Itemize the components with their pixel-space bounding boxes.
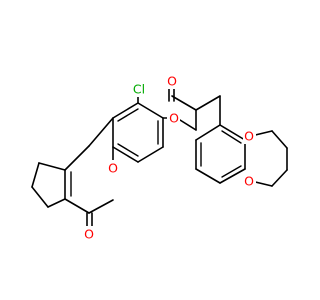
dioxepine-oxygen-bottom-label: O [244, 174, 254, 189]
bond-double-inner [221, 130, 242, 144]
bond [64, 198, 90, 214]
atom-backdrop [165, 73, 178, 89]
bond [38, 162, 66, 171]
bond [195, 168, 221, 184]
atom-backdrop [243, 173, 256, 189]
bond-double-inner [117, 143, 139, 157]
molecule-structure-diagram: Cl O O O O O O [31, 73, 288, 242]
bond [31, 162, 40, 188]
lactone-carbonyl-oxygen-label: O [84, 227, 94, 242]
ketone-oxygen-label: O [167, 74, 177, 89]
atom-labels: Cl O O O O O O [83, 73, 256, 242]
bond [195, 124, 221, 141]
dioxepine-oxygen-top-label: O [244, 129, 254, 144]
ether-oxygen-label: O [169, 111, 179, 126]
bond [137, 146, 164, 163]
bond [219, 124, 246, 141]
bond [112, 102, 139, 119]
bond [171, 95, 197, 111]
bond [31, 186, 49, 208]
pyranone-ring-oxygen-label: O [108, 161, 118, 176]
atom-backdrop [83, 226, 96, 242]
bond [271, 130, 288, 149]
atom-backdrop [107, 160, 120, 176]
bond-double-inner [221, 165, 242, 178]
bond [137, 102, 164, 119]
bond-double-inner [117, 108, 139, 122]
chlorine-atom-label: Cl [133, 82, 145, 97]
atom-backdrop [130, 81, 148, 97]
atom-backdrop [243, 128, 256, 144]
bond [195, 95, 221, 111]
bond [112, 146, 139, 163]
bond [88, 117, 114, 147]
bond [47, 198, 66, 208]
bond [179, 119, 197, 131]
bond [64, 145, 90, 171]
bond [271, 169, 288, 187]
bond [219, 168, 246, 184]
bond [88, 199, 114, 214]
atom-backdrop [167, 110, 180, 126]
bond-lines [31, 87, 288, 227]
